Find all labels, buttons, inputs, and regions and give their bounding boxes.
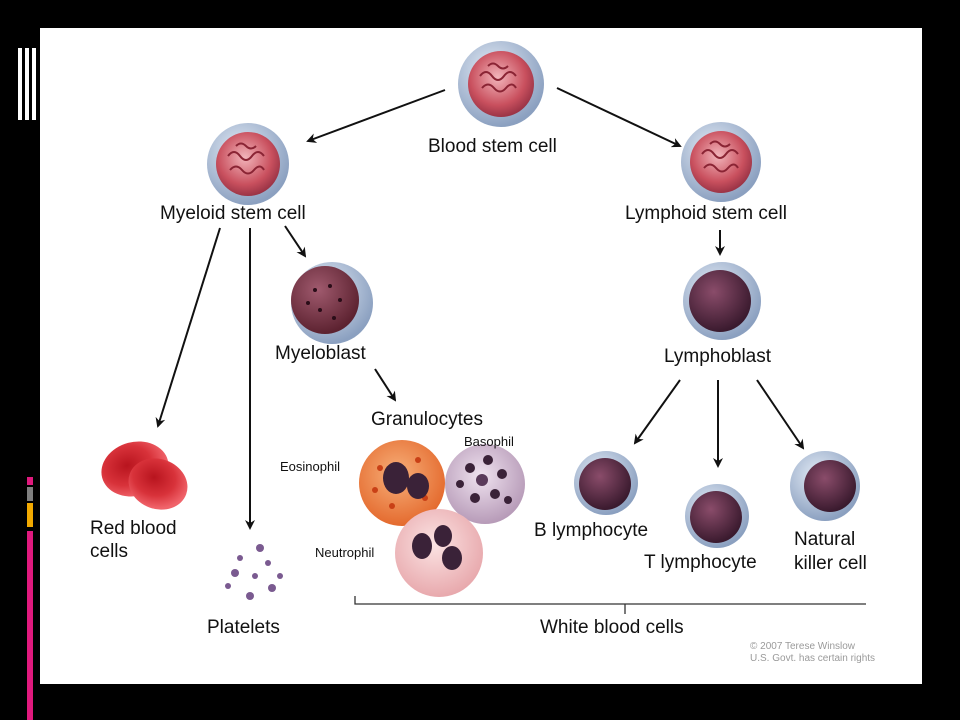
label-platelets: Platelets xyxy=(207,617,280,638)
eosinophil-icon xyxy=(359,440,445,526)
myeloid-stem-cell-icon xyxy=(207,123,289,205)
lymphoid-stem-cell-icon xyxy=(681,122,761,202)
label-b-lymphocyte: B lymphocyte xyxy=(534,520,649,541)
lymphoblast-icon xyxy=(683,262,761,340)
label-granulocytes: Granulocytes xyxy=(371,409,483,430)
arrow-lymphoblast-to-b xyxy=(633,379,681,445)
arrow-myeloblast-to-granulocytes xyxy=(374,368,397,402)
diagram-slide: Blood stem cell Myeloid stem cell Lympho… xyxy=(40,28,922,684)
accent-line-white xyxy=(18,48,22,120)
accent-bar-pink xyxy=(27,531,33,720)
t-lymphocyte-icon xyxy=(685,484,749,548)
arrow-lymphoblast-to-nk xyxy=(756,379,805,450)
label-eosinophil: Eosinophil xyxy=(280,459,340,474)
copyright-credit: © 2007 Terese Winslow U.S. Govt. has cer… xyxy=(750,641,875,665)
label-myeloid-stem-cell: Myeloid stem cell xyxy=(160,203,306,224)
platelets-icon xyxy=(225,544,283,600)
label-basophil: Basophil xyxy=(464,434,514,449)
accent-line-white xyxy=(32,48,36,120)
b-lymphocyte-icon xyxy=(574,451,638,515)
label-t-lymphocyte: T lymphocyte xyxy=(644,552,757,573)
accent-bar-orange xyxy=(27,503,33,527)
arrow-myeloid-to-myeloblast xyxy=(284,225,307,258)
lineage-arrows xyxy=(155,87,805,530)
myeloblast-icon xyxy=(291,262,373,344)
arrow-stem-to-lymphoid xyxy=(556,87,682,148)
accent-bar-gray xyxy=(27,487,33,501)
label-white-blood-cells: White blood cells xyxy=(540,617,684,638)
label-red-blood-cells-line2: cells xyxy=(90,541,129,562)
blood-stem-cell-icon xyxy=(458,41,544,127)
arrow-stem-to-myeloid xyxy=(306,89,446,143)
cell-lineage-diagram xyxy=(101,41,866,614)
label-myeloblast: Myeloblast xyxy=(275,343,366,364)
label-lymphoblast: Lymphoblast xyxy=(664,346,772,367)
natural-killer-cell-icon xyxy=(790,451,860,521)
arrow-myeloid-to-red-cells xyxy=(155,227,221,428)
label-red-blood-cells-line1: Red blood xyxy=(90,518,177,539)
accent-line-white xyxy=(25,48,29,120)
label-neutrophil: Neutrophil xyxy=(315,545,375,560)
label-natural-killer-line1: Natural xyxy=(794,529,856,550)
neutrophil-icon xyxy=(395,509,483,597)
white-blood-cells-bracket xyxy=(354,596,866,614)
basophil-icon xyxy=(445,444,525,524)
credit-line-1: © 2007 Terese Winslow xyxy=(750,641,856,652)
red-blood-cells-icon xyxy=(101,441,188,510)
label-natural-killer-line2: killer cell xyxy=(794,553,867,574)
label-lymphoid-stem-cell: Lymphoid stem cell xyxy=(625,203,787,224)
label-blood-stem-cell: Blood stem cell xyxy=(428,136,557,157)
accent-bar-pink xyxy=(27,477,33,485)
credit-line-2: U.S. Govt. has certain rights xyxy=(750,653,876,664)
